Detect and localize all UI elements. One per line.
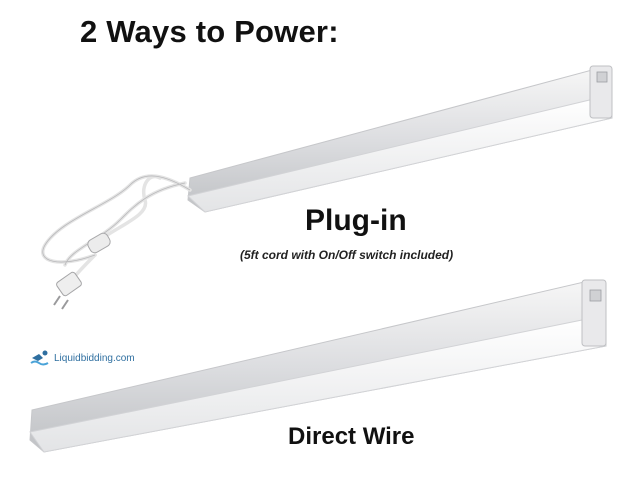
plug-in-note: (5ft cord with On/Off switch included) [240,248,454,262]
cord-outline [42,175,191,266]
page-title: 2 Ways to Power: [80,14,339,49]
direct-wire-heading: Direct Wire [288,423,415,450]
plug-in-heading: Plug-in [305,204,407,237]
direct-wire-fixture [29,279,607,453]
plug-in-fixture [186,65,613,213]
power-cord [41,174,192,284]
cord-switch [87,232,111,254]
watermark-logo: Liquidbidding.com [30,350,135,366]
plug [53,271,82,310]
watermark-text: Liquidbidding.com [54,352,135,364]
swimmer-icon [30,350,49,366]
